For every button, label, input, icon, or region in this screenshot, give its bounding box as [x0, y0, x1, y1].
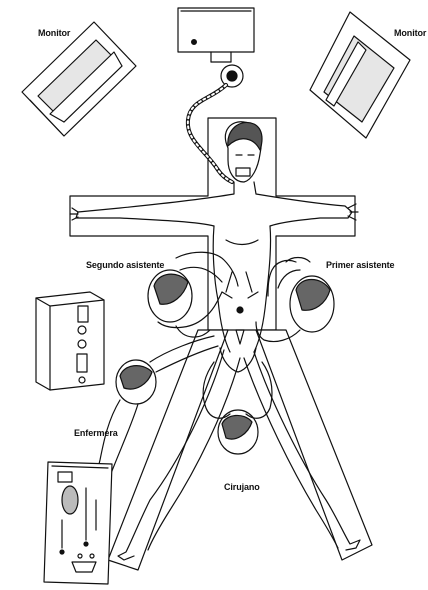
surgeon-label: Cirujano — [224, 482, 260, 492]
monitor-right-label: Monitor — [394, 28, 426, 38]
instrument-tray — [44, 462, 112, 584]
monitor-left-label: Monitor — [38, 28, 70, 38]
monitor-left — [22, 22, 136, 136]
first-assistant-label: Primer asistente — [326, 260, 394, 270]
nurse-label: Enfermera — [74, 428, 118, 438]
equipment-cabinet — [36, 292, 104, 390]
second-assistant-label: Segundo asistente — [86, 260, 164, 270]
